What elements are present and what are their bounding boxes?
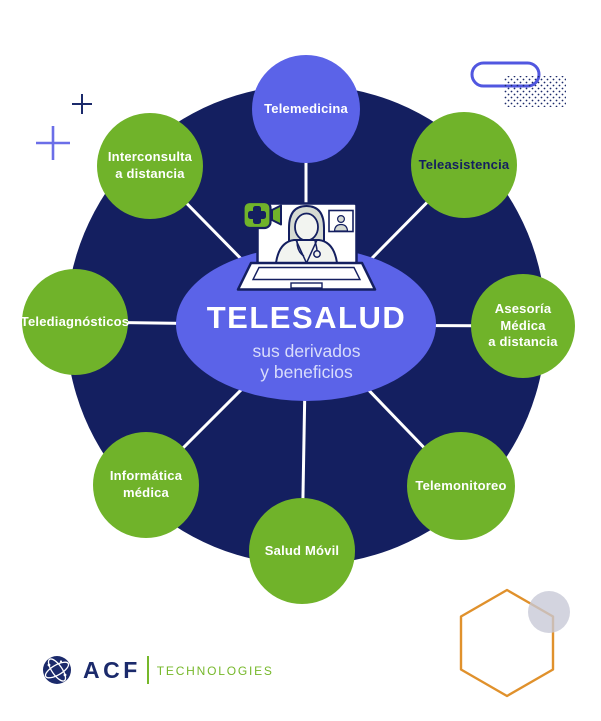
logo-separator	[146, 656, 149, 684]
logo-brand-text: ACF	[83, 656, 141, 683]
node-label: Telemonitoreo	[415, 477, 507, 493]
plus-icon	[72, 94, 92, 114]
circle-accent-shape	[528, 591, 570, 633]
node-interconsulta: Interconsulta a distancia	[97, 113, 203, 219]
node-label: Telemedicina	[264, 100, 348, 116]
acf-technologies-logo: ACF TECHNOLOGIES	[42, 652, 274, 688]
video-camera-icon	[242, 200, 282, 230]
node-telemedicina: Telemedicina	[252, 55, 360, 163]
node-label: Asesoría Médica a distancia	[488, 300, 558, 350]
dots-pattern	[504, 76, 566, 107]
node-label: Telediagnósticos	[20, 313, 130, 329]
node-telediagnosticos: Telediagnósticos	[20, 269, 130, 375]
center-text-block: TELESALUD sus derivados y beneficios	[176, 300, 437, 382]
node-label: Teleasistencia	[418, 156, 510, 172]
logo-suffix-text: TECHNOLOGIES	[156, 664, 274, 678]
doctor-video-call-illustration	[236, 200, 377, 291]
node-teleasistencia: Teleasistencia	[411, 112, 517, 218]
node-salud-movil: Salud Móvil	[249, 498, 355, 604]
node-label: Salud Móvil	[264, 542, 340, 558]
page-title: TELESALUD	[206, 300, 407, 335]
node-asesoria-medica: Asesoría Médica a distancia	[471, 274, 575, 378]
page-subtitle: sus derivados y beneficios	[252, 341, 361, 382]
node-informatica-medica: Informática médica	[93, 432, 199, 538]
plus-icon	[36, 126, 70, 160]
globe-icon	[43, 656, 71, 684]
node-telemonitoreo: Telemonitoreo	[407, 432, 515, 540]
node-label: Informática médica	[109, 468, 183, 500]
node-label: Interconsulta a distancia	[107, 149, 193, 181]
